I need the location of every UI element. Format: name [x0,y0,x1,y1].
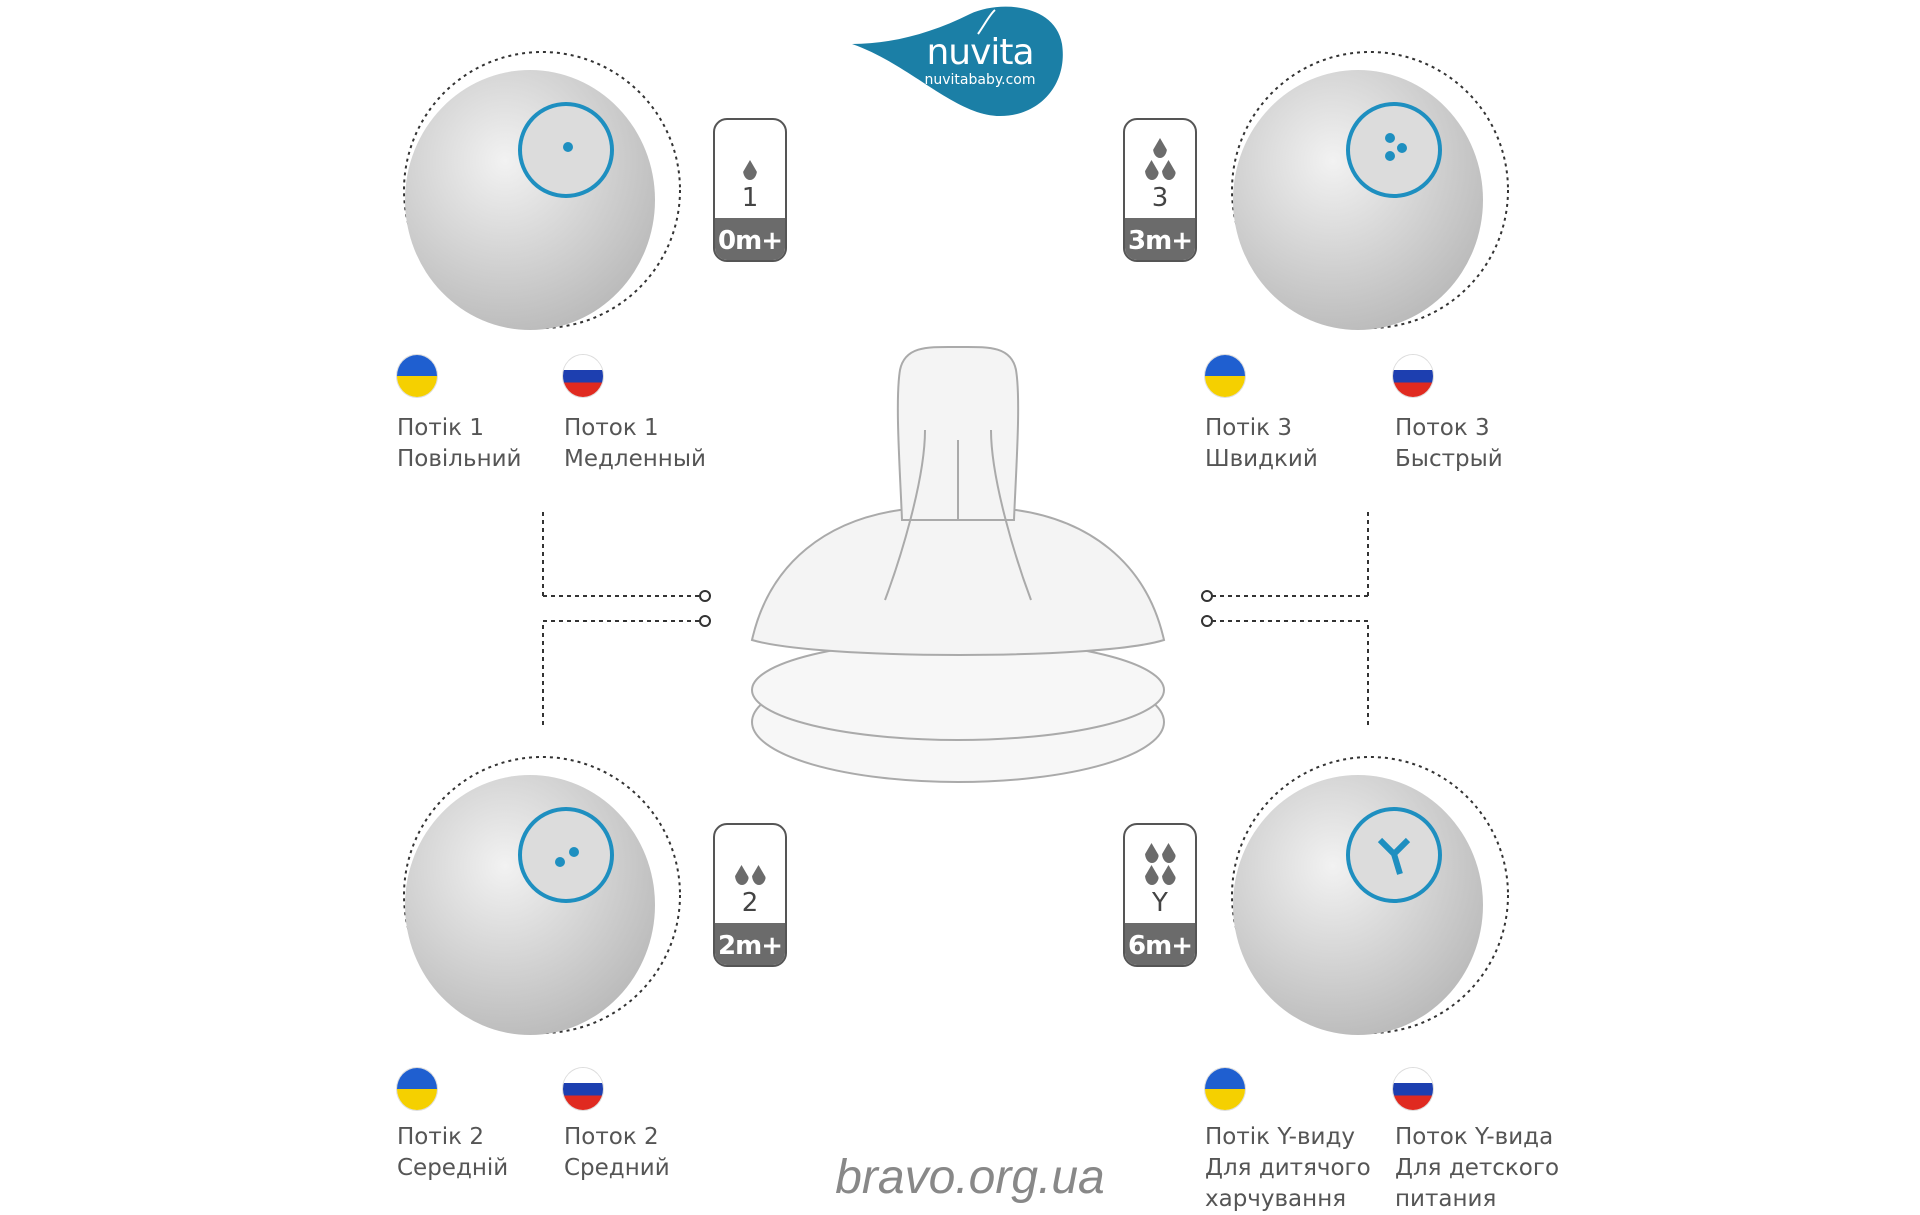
logo-brand: nuvita [926,32,1034,73]
label-ua-flow-3: Потік 3 Швидкий [1205,413,1318,475]
detail-flow-1 [403,51,681,330]
flow-number: 3 [1151,183,1169,213]
flow-number: Y [1152,888,1168,918]
watermark: bravo.org.ua [835,1151,1105,1204]
label-line: Поток 1 [564,415,659,441]
ukraine-flag-icon [397,355,437,397]
label-line: Средний [564,1155,670,1181]
ukraine-flag-icon [1205,1068,1245,1110]
label-line: Поток 3 [1395,415,1490,441]
label-line: Быстрый [1395,446,1503,472]
label-line: Швидкий [1205,446,1318,472]
drops-icon [734,865,766,885]
russia-flag-icon [1393,355,1433,397]
flow-badge-1: 1 0m+ [713,118,787,262]
flow-badge-3: 3 3m+ [1123,118,1197,262]
label-ru-flow-1: Поток 1 Медленный [564,413,706,475]
flow-number: 1 [741,183,759,213]
detail-flow-2 [403,756,681,1035]
flow-age: 6m+ [1125,923,1195,965]
label-line: Для дитячого [1205,1155,1371,1181]
nipple-image [750,345,1166,783]
label-ua-flow-1: Потік 1 Повільний [397,413,522,475]
label-line: Повільний [397,446,522,472]
flow-badge-y: Y 6m+ [1123,823,1197,967]
drops-icon [1144,138,1176,180]
flow-age: 0m+ [715,218,785,260]
logo-site: nuvitababy.com [924,72,1036,88]
russia-flag-icon [1393,1068,1433,1110]
label-line: Для детского [1395,1155,1560,1181]
label-line: Потік 1 [397,415,484,441]
connector-lines [542,512,1369,725]
flow-age: 3m+ [1125,218,1195,260]
label-ua-flow-2: Потік 2 Середній [397,1122,508,1184]
flow-number: 2 [741,888,759,918]
nuvita-logo: nuvita nuvitababy.com [850,4,1066,118]
russia-flag-icon [563,1068,603,1110]
flow-badge-2: 2 2m+ [713,823,787,967]
label-line: Медленный [564,446,706,472]
label-ru-flow-3: Поток 3 Быстрый [1395,413,1503,475]
label-line: Потік 3 [1205,415,1292,441]
detail-flow-y [1231,756,1509,1035]
russia-flag-icon [563,355,603,397]
label-line: Потік 2 [397,1124,484,1150]
drops-icon [1144,843,1176,885]
label-line: Потік Y-виду [1205,1124,1355,1150]
detail-flow-3 [1231,51,1509,330]
label-line: Поток 2 [564,1124,659,1150]
ukraine-flag-icon [1205,355,1245,397]
label-line: Середній [397,1155,509,1181]
drop-icon [743,160,757,180]
ukraine-flag-icon [397,1068,437,1110]
label-line: Поток Y-вида [1395,1124,1554,1150]
flow-age: 2m+ [715,923,785,965]
label-ru-flow-2: Поток 2 Средний [564,1122,670,1184]
